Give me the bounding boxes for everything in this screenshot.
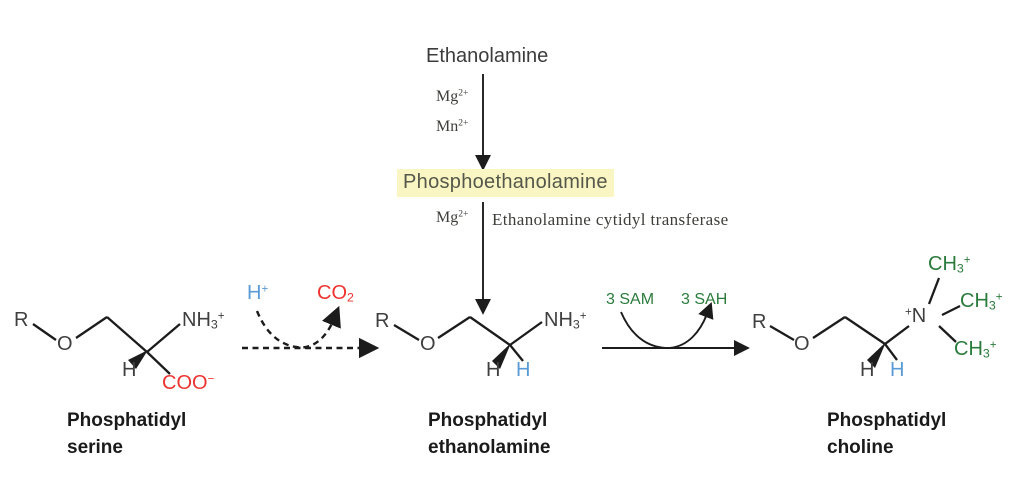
serine-carboxyl-charge: −	[207, 372, 215, 386]
choline-name-line2: choline	[827, 437, 894, 458]
choline-name: Phosphatidyl choline	[827, 407, 946, 461]
choline-methyl-top: CH3+	[928, 253, 971, 276]
choline-nitrogen-base: N	[911, 305, 927, 327]
sam-donor-label: 3 SAM	[606, 291, 655, 308]
choline-nitrogen: +N	[905, 305, 926, 327]
choline-methyl-middle-subscript: 3	[988, 298, 996, 313]
ethanolamine-r-group: R	[375, 310, 390, 332]
ethanolamine-amine-base: NH	[544, 309, 573, 331]
serine-skeleton	[32, 316, 181, 375]
choline-methyl-bottom-base: CH	[954, 338, 983, 360]
co2-subscript: 2	[347, 290, 354, 305]
cofactor-mg2-charge: 2+	[458, 208, 469, 220]
serine-amine-charge: +	[217, 309, 225, 323]
serine-carboxyl-group: COO−	[162, 372, 214, 394]
choline-methyl-top-subscript: 3	[956, 261, 964, 276]
ethanolamine-name-line2: ethanolamine	[428, 437, 551, 458]
choline-name-line1: Phosphatidyl	[827, 410, 947, 431]
cofactor-mg-base: Mg	[436, 88, 459, 105]
ethanolamine-amine-charge: +	[579, 309, 587, 323]
choline-methyl-bottom: CH3+	[954, 338, 997, 361]
co2-label: CO2	[317, 282, 354, 305]
cofactor-mn-label: Mn2+	[436, 117, 469, 136]
serine-carboxyl-base: COO	[162, 372, 208, 394]
choline-methyl-top-charge: +	[963, 253, 971, 267]
serine-name-line1: Phosphatidyl	[67, 410, 187, 431]
choline-methyl-bottom-subscript: 3	[982, 346, 990, 361]
cofactor-mg2-label: Mg2+	[436, 208, 469, 227]
proton-base: H	[247, 282, 262, 304]
cofactor-mn-base: Mn	[436, 118, 459, 135]
choline-methyl-bottom-charge: +	[989, 338, 997, 352]
sah-byproduct-label: 3 SAH	[681, 291, 728, 308]
choline-nitrogen-charge: +	[905, 305, 912, 319]
ethanolamine-hydrogen-black: H	[486, 359, 501, 381]
co2-base: CO	[317, 282, 347, 304]
choline-methyl-middle-base: CH	[960, 290, 989, 312]
ethanolamine-amine-subscript: 3	[572, 317, 580, 332]
choline-hydrogen-black: H	[860, 359, 875, 381]
proton-charge: +	[261, 282, 269, 296]
ethanolamine-oxygen: O	[420, 333, 436, 355]
cofactor-mg-charge: 2+	[458, 87, 469, 99]
cofactor-mg-label: Mg2+	[436, 87, 469, 106]
choline-hydrogen-blue: H	[890, 359, 905, 381]
serine-name-line2: serine	[67, 437, 123, 458]
ethanolamine-name-line1: Phosphatidyl	[428, 410, 548, 431]
choline-methyl-middle-charge: +	[995, 290, 1003, 304]
serine-hydrogen: H	[122, 359, 137, 381]
ethanolamine-amine-group: NH3+	[544, 309, 587, 332]
choline-oxygen: O	[794, 333, 810, 355]
decarboxylation-dashed-arrow	[242, 305, 380, 359]
serine-name: Phosphatidyl serine	[67, 407, 186, 461]
serine-amine-subscript: 3	[210, 317, 218, 332]
serine-amine-base: NH	[182, 309, 211, 331]
intermediate-highlighted-label: Phosphoethanolamine	[397, 169, 614, 197]
serine-oxygen: O	[57, 333, 73, 355]
choline-skeleton	[769, 277, 961, 368]
enzyme-label: Ethanolamine cytidyl transferase	[492, 210, 729, 229]
choline-methyl-middle: CH3+	[960, 290, 1003, 313]
ethanolamine-hydrogen-blue: H	[516, 359, 531, 381]
cofactor-mn-charge: 2+	[458, 117, 469, 129]
choline-methyl-top-base: CH	[928, 253, 957, 275]
ethanolamine-skeleton	[393, 316, 543, 369]
choline-r-group: R	[752, 311, 767, 333]
cofactor-mg2-base: Mg	[436, 209, 459, 226]
proton-label: H+	[247, 282, 268, 304]
serine-r-group: R	[14, 309, 29, 331]
substrate-label: Ethanolamine	[426, 45, 549, 67]
ethanolamine-name: Phosphatidyl ethanolamine	[428, 407, 550, 461]
serine-amine-group: NH3+	[182, 309, 225, 332]
methylation-arrow	[602, 301, 750, 357]
